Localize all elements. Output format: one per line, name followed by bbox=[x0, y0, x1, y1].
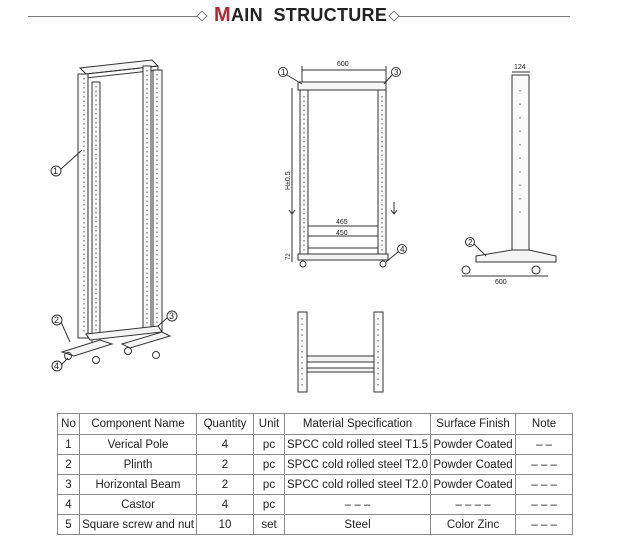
table-row: 3 Horizontal Beam 2 pc SPCC cold rolled … bbox=[57, 474, 574, 495]
cell-no: 3 bbox=[57, 474, 80, 495]
title-accent-letter: M bbox=[214, 4, 231, 26]
callout-3: 3 bbox=[169, 311, 174, 321]
cell-finish: Powder Coated bbox=[430, 474, 517, 495]
table-header-row: No Component Name Quantity Unit Material… bbox=[57, 413, 574, 435]
cell-component: Verical Pole bbox=[79, 434, 197, 455]
col-header-unit: Unit bbox=[253, 413, 285, 435]
table-row: 5 Square screw and nut 10 set Steel Colo… bbox=[57, 514, 574, 535]
header-rule-right bbox=[398, 16, 570, 17]
cell-finish: – – – – bbox=[430, 494, 517, 515]
dim-plinth-height: 72 bbox=[286, 253, 292, 260]
cell-unit: set bbox=[253, 514, 285, 535]
header: MAIN STRUCTURE bbox=[0, 0, 630, 34]
col-header-note: Note bbox=[515, 413, 574, 435]
table-row: 1 Verical Pole 4 pc SPCC cold rolled ste… bbox=[57, 434, 574, 455]
cell-no: 4 bbox=[57, 494, 80, 515]
cell-note: – – – bbox=[515, 494, 574, 515]
cell-component: Plinth bbox=[79, 454, 197, 475]
cell-unit: pc bbox=[253, 434, 285, 455]
header-rule-left bbox=[28, 16, 198, 17]
page-title: MAIN STRUCTURE bbox=[214, 4, 388, 27]
cell-unit: pc bbox=[253, 474, 285, 495]
side-callout-2: 2 bbox=[468, 238, 473, 247]
front-view: 600 465 450 H±0.5 72 1 3 4 bbox=[278, 61, 407, 268]
col-header-surface-finish: Surface Finish bbox=[430, 413, 517, 435]
cell-material: SPCC cold rolled steel T2.0 bbox=[283, 474, 432, 495]
col-header-no: No bbox=[57, 413, 80, 435]
cell-quantity: 4 bbox=[196, 434, 254, 455]
front-callout-4: 4 bbox=[400, 245, 405, 254]
table-row: 4 Castor 4 pc – – – – – – – – – – bbox=[57, 494, 574, 515]
cell-no: 2 bbox=[57, 454, 80, 475]
cell-quantity: 4 bbox=[196, 494, 254, 515]
cell-finish: Powder Coated bbox=[430, 434, 517, 455]
cell-note: – – bbox=[515, 434, 574, 455]
dim-width-top: 600 bbox=[337, 61, 349, 68]
cell-note: – – – bbox=[515, 514, 574, 535]
callout-1: 1 bbox=[53, 166, 58, 176]
cell-unit: pc bbox=[253, 454, 285, 475]
col-header-component-name: Component Name bbox=[79, 413, 197, 435]
cell-component: Horizontal Beam bbox=[79, 474, 197, 495]
cell-quantity: 2 bbox=[196, 454, 254, 475]
dim-inner-450: 450 bbox=[336, 230, 348, 237]
cell-component: Square screw and nut bbox=[79, 514, 197, 535]
callout-4: 4 bbox=[54, 361, 59, 371]
cell-component: Castor bbox=[79, 494, 197, 515]
col-header-quantity: Quantity bbox=[196, 413, 254, 435]
col-header-material: Material Specification bbox=[283, 413, 432, 435]
diamond-ornament-left bbox=[196, 10, 208, 22]
bottom-detail-view bbox=[297, 311, 384, 393]
cell-material: Steel bbox=[283, 514, 432, 535]
callout-2: 2 bbox=[54, 315, 59, 325]
cell-unit: pc bbox=[253, 494, 285, 515]
cell-material: SPCC cold rolled steel T1.5 bbox=[283, 434, 432, 455]
front-callout-1: 1 bbox=[281, 68, 286, 77]
component-table: No Component Name Quantity Unit Material… bbox=[57, 413, 574, 535]
cell-finish: Powder Coated bbox=[430, 454, 517, 475]
side-view: 124 600 2 bbox=[461, 64, 557, 286]
dim-side-top: 124 bbox=[514, 64, 526, 71]
cell-quantity: 2 bbox=[196, 474, 254, 495]
dim-inner-465: 465 bbox=[336, 219, 348, 226]
front-callout-3: 3 bbox=[394, 68, 399, 77]
dim-side-base: 600 bbox=[495, 279, 507, 286]
technical-drawing: 1 2 3 4 600 465 450 H±0.5 72 1 3 4 bbox=[50, 59, 557, 393]
cell-material: – – – bbox=[283, 494, 432, 515]
cell-no: 5 bbox=[57, 514, 80, 535]
cell-finish: Color Zinc bbox=[430, 514, 517, 535]
title-text: AIN STRUCTURE bbox=[230, 5, 388, 25]
cell-note: – – – bbox=[515, 474, 574, 495]
cell-quantity: 10 bbox=[196, 514, 254, 535]
cell-material: SPCC cold rolled steel T2.0 bbox=[283, 454, 432, 475]
isometric-rack-view: 1 2 3 4 bbox=[50, 59, 178, 372]
cell-no: 1 bbox=[57, 434, 80, 455]
cell-note: – – – bbox=[515, 454, 574, 475]
dim-height: H±0.5 bbox=[285, 171, 292, 190]
table-row: 2 Plinth 2 pc SPCC cold rolled steel T2.… bbox=[57, 454, 574, 475]
